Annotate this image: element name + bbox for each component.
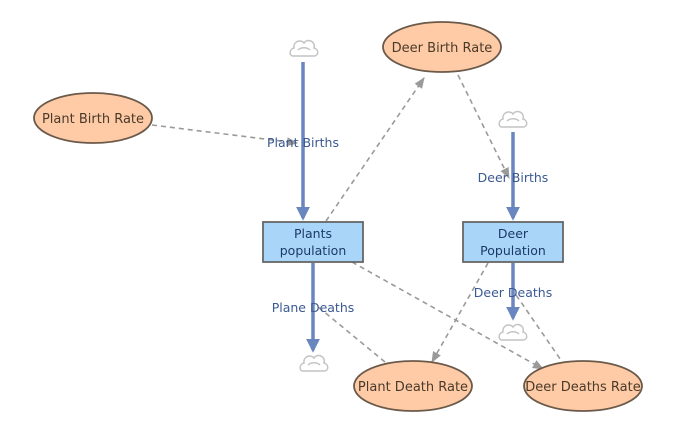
information-links [151, 74, 566, 370]
stock-deer-population[interactable]: Deer Population [462, 221, 564, 263]
stock-label-line1: Plants [294, 226, 332, 241]
link-deer-birth-rate-to-deer-births [457, 74, 510, 180]
cloud-icons [289, 39, 528, 372]
stock-plants-population[interactable]: Plants population [262, 221, 364, 263]
cloud-icon [498, 110, 528, 128]
flow-label-plant-births[interactable]: Plant Births [267, 135, 339, 150]
variable-plant-birth-rate[interactable]: Plant Birth Rate [33, 92, 153, 144]
link-plants-to-deer-deaths-rate [351, 261, 544, 370]
flow-label-deer-births[interactable]: Deer Births [478, 170, 549, 185]
flow-label-deer-deaths[interactable]: Deer Deaths [474, 285, 552, 300]
stock-label-line2: Population [480, 243, 546, 258]
link-plant-birth-rate-to-plant-births [151, 124, 299, 147]
stock-label-line1: Deer [498, 226, 529, 241]
variable-label: Deer Birth Rate [392, 41, 493, 56]
variable-deer-birth-rate[interactable]: Deer Birth Rate [382, 21, 502, 73]
stock-label-line2: population [280, 243, 347, 258]
variable-plant-death-rate[interactable]: Plant Death Rate [353, 360, 473, 412]
flow-pipes [296, 62, 520, 353]
cloud-icon [498, 323, 528, 341]
link-plants-to-deer-birth-rate [325, 77, 425, 222]
link-deer-to-plant-death-rate [431, 262, 489, 363]
variable-deer-deaths-rate[interactable]: Deer Deaths Rate [523, 360, 643, 412]
cloud-icon [299, 354, 329, 372]
link-deer-deaths-rate-to-deer-deaths [513, 291, 566, 367]
flow-label-plane-deaths[interactable]: Plane Deaths [272, 300, 355, 315]
variable-label: Deer Deaths Rate [525, 380, 641, 395]
variable-label: Plant Death Rate [358, 380, 468, 395]
link-plant-death-rate-to-plane-deaths [316, 305, 386, 363]
cloud-icon [289, 39, 319, 57]
variable-label: Plant Birth Rate [42, 112, 144, 127]
